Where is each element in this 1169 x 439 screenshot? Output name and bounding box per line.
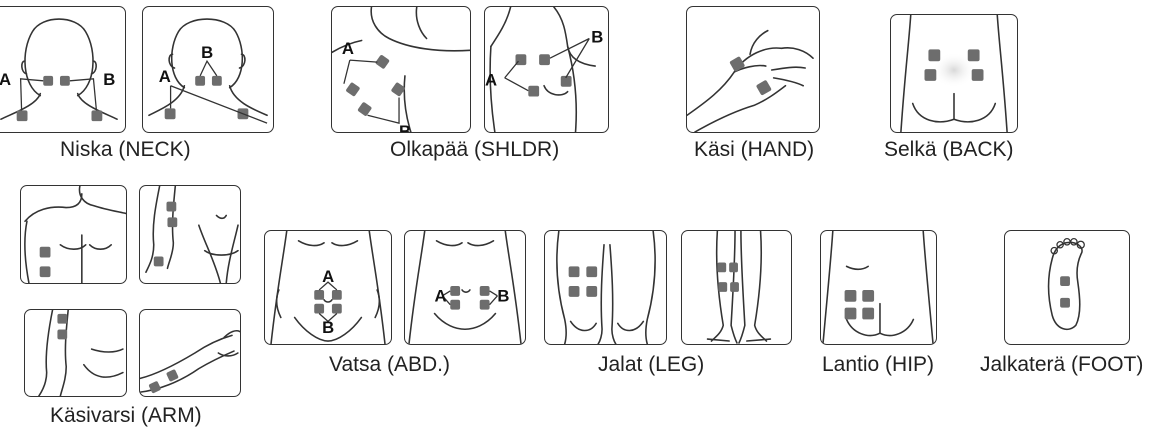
svg-text:B: B (103, 70, 115, 89)
svg-text:A: A (159, 67, 171, 86)
shoulder-diagram-1: A B (331, 6, 471, 133)
neck-diagram-2: B A (142, 6, 274, 133)
caption-shoulder: Olkapää (SHLDR) (390, 138, 559, 162)
arm-diagram-3 (24, 309, 127, 397)
svg-text:B: B (201, 43, 213, 62)
svg-text:A: A (0, 70, 11, 89)
caption-foot: Jalkaterä (FOOT) (980, 353, 1143, 377)
arm-diagram-2 (139, 185, 241, 284)
abdomen-diagram-2: A B (404, 230, 526, 345)
svg-text:A: A (485, 71, 497, 90)
svg-text:B: B (322, 318, 334, 337)
caption-back: Selkä (BACK) (884, 138, 1014, 162)
svg-text:B: B (399, 122, 411, 132)
leg-diagram-1 (544, 230, 667, 345)
caption-hand: Käsi (HAND) (694, 138, 814, 162)
svg-text:A: A (435, 287, 447, 306)
svg-text:A: A (322, 267, 334, 286)
svg-text:A: A (342, 39, 354, 58)
caption-hip: Lantio (HIP) (822, 353, 934, 377)
arm-diagram-1 (20, 185, 127, 284)
caption-neck: Niska (NECK) (60, 138, 191, 162)
caption-leg: Jalat (LEG) (598, 353, 704, 377)
hand-diagram (686, 6, 820, 133)
shoulder-diagram-2: B A (484, 6, 609, 133)
back-diagram (890, 14, 1018, 133)
foot-diagram (1004, 230, 1130, 345)
svg-text:B: B (591, 27, 603, 46)
leg-diagram-2 (681, 230, 792, 345)
hip-diagram (820, 230, 937, 345)
svg-text:B: B (497, 287, 509, 306)
neck-diagram-1: A B (0, 6, 126, 133)
caption-arm: Käsivarsi (ARM) (50, 404, 202, 428)
arm-diagram-4 (139, 309, 241, 397)
caption-abdomen: Vatsa (ABD.) (329, 353, 450, 377)
abdomen-diagram-1: A B (264, 230, 392, 345)
